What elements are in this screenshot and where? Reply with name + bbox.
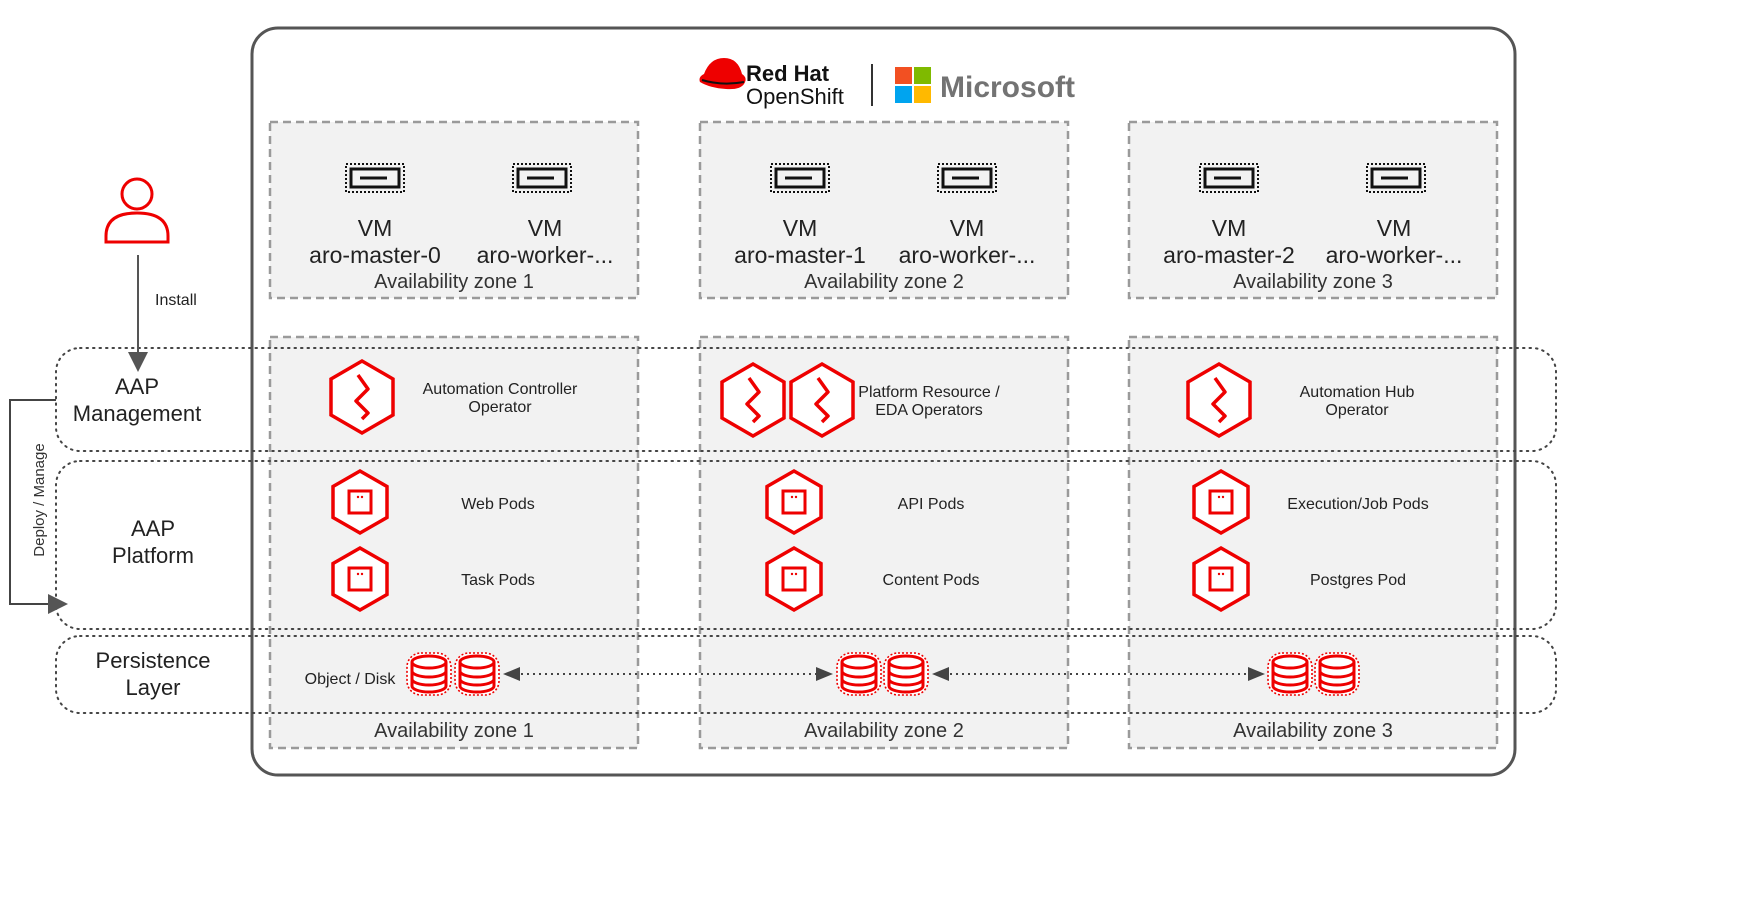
vm-name: aro-worker-...: [477, 242, 614, 268]
operator-label-line1: Automation Controller: [423, 381, 578, 398]
openshift-wordmark: OpenShift: [746, 84, 844, 109]
storage-label: Object / Disk: [305, 671, 397, 688]
database-icon: [835, 651, 883, 697]
pod-icon: [765, 546, 823, 612]
vm-zone-1: VM aro-master-0 VM aro-worker-... Availa…: [268, 120, 640, 300]
persistence-label-line2: Layer: [125, 675, 180, 700]
operator-icon: [1186, 362, 1252, 438]
zone-label: Availability zone 1: [374, 720, 534, 742]
vm-name: aro-master-2: [1163, 242, 1295, 268]
deploy-manage-label: Deploy / Manage: [31, 443, 48, 556]
zone-label: Availability zone 1: [374, 271, 534, 293]
database-icon: [1266, 651, 1314, 697]
zone-label: Availability zone 3: [1233, 720, 1393, 742]
redhat-logo: Red Hat OpenShift: [699, 58, 844, 109]
microsoft-logo: Microsoft: [895, 67, 1075, 104]
replication-arrow-1-2: [503, 667, 833, 681]
operator-label-line2: Operator: [1325, 402, 1389, 419]
pod-label: Task Pods: [461, 572, 535, 589]
management-label-line1: AAP: [115, 374, 159, 399]
operator-label-line1: Automation Hub: [1300, 384, 1415, 401]
vm-zone-2: VM aro-master-1 VM aro-worker-... Availa…: [698, 120, 1070, 300]
persistence-layer-band: [55, 635, 1557, 714]
microsoft-wordmark: Microsoft: [940, 71, 1075, 104]
replication-arrow-2-3: [932, 667, 1265, 681]
management-label-line2: Management: [73, 401, 201, 426]
zone-label: Availability zone 2: [804, 271, 964, 293]
vm-name: aro-master-0: [309, 242, 441, 268]
vm-type-label: VM: [783, 215, 818, 241]
aro-cluster-frame: [250, 26, 1517, 777]
pod-icon: [331, 469, 389, 535]
vm-type-label: VM: [528, 215, 563, 241]
zone-label: Availability zone 2: [804, 720, 964, 742]
database-icon: [882, 651, 930, 697]
pod-icon: [1192, 469, 1250, 535]
vm-name: aro-worker-...: [1326, 242, 1463, 268]
database-icon: [453, 651, 501, 697]
operator-label-line1: Platform Resource /: [858, 384, 1000, 401]
user-icon: [104, 177, 170, 244]
pod-label: Web Pods: [461, 496, 535, 513]
pod-label: API Pods: [898, 496, 965, 513]
vm-type-label: VM: [358, 215, 393, 241]
vm-type-label: VM: [1377, 215, 1412, 241]
platform-layer-band: [55, 460, 1557, 630]
platform-label-line2: Platform: [112, 543, 194, 568]
vm-name: aro-master-1: [734, 242, 866, 268]
pod-icon: [331, 546, 389, 612]
pod-label: Content Pods: [883, 572, 980, 589]
operator-icon: [720, 362, 786, 438]
install-label: Install: [155, 292, 197, 309]
platform-label-line1: AAP: [131, 516, 175, 541]
operator-icon: [789, 362, 855, 438]
pod-label: Execution/Job Pods: [1287, 496, 1428, 513]
management-layer-band: [55, 347, 1557, 452]
vm-type-label: VM: [1212, 215, 1247, 241]
database-icon: [405, 651, 453, 697]
deploy-manage-arrow: [9, 399, 68, 614]
redhat-wordmark: Red Hat: [746, 61, 830, 86]
operator-label-line2: EDA Operators: [875, 402, 983, 419]
persistence-label-line1: Persistence: [96, 648, 211, 673]
pod-label: Postgres Pod: [1310, 572, 1406, 589]
vm-type-label: VM: [950, 215, 985, 241]
pod-icon: [765, 469, 823, 535]
database-icon: [1313, 651, 1361, 697]
vm-zone-3: VM aro-master-2 VM aro-worker-... Availa…: [1127, 120, 1499, 300]
pod-icon: [1192, 546, 1250, 612]
operator-icon: [329, 359, 395, 435]
zone-label: Availability zone 3: [1233, 271, 1393, 293]
operator-label-line2: Operator: [468, 399, 532, 416]
vm-name: aro-worker-...: [899, 242, 1036, 268]
